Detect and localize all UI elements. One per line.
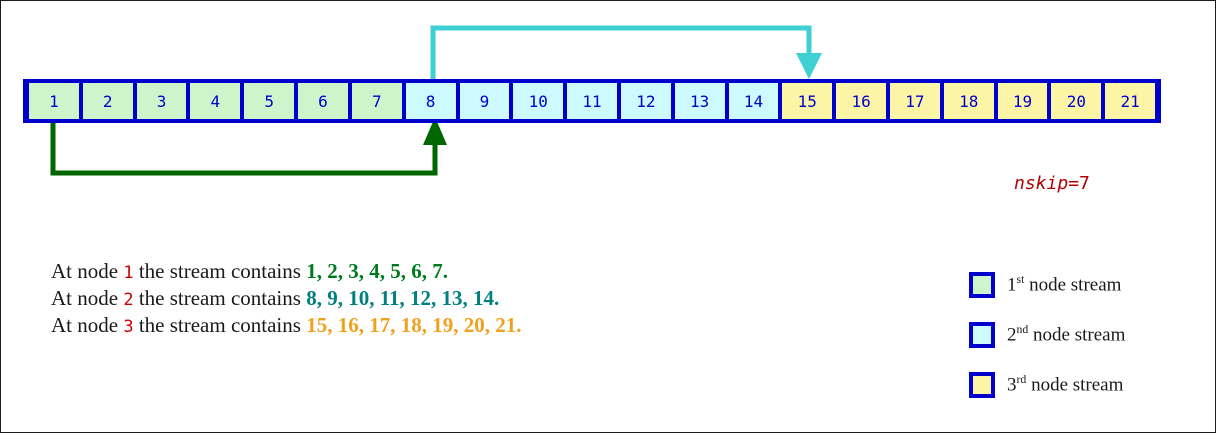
statement-middle: the stream contains [133,259,307,283]
statement-prefix: At node [51,313,124,337]
legend-ordinal: 1 [1007,274,1017,296]
legend-ordinal-suffix: nd [1016,323,1029,337]
statement-node-number: 2 [123,290,134,310]
stream-cell: 13 [672,83,727,119]
stream-cell: 11 [565,83,619,119]
stream-cell: 21 [1103,83,1158,119]
statement-middle: the stream contains [133,286,307,310]
stream-cell: 19 [995,83,1050,119]
skip-arrow-cyan-group [430,25,822,83]
statement-stream-list: 8, 9, 10, 11, 12, 13, 14. [306,286,500,310]
stream-cell: 7 [349,83,404,119]
legend-label: 2nd node stream [1007,323,1125,346]
stream-cell: 15 [780,83,835,119]
stream-cell: 1 [27,83,81,119]
stream-cell: 8 [403,83,458,119]
stream-cell: 6 [296,83,350,119]
statement-stream-list: 1, 2, 3, 4, 5, 6, 7. [306,259,448,283]
legend-label: 1st node stream [1007,273,1121,296]
stream-cell: 12 [618,83,673,119]
stream-cell: 4 [188,83,243,119]
legend-swatch [969,272,995,298]
nskip-value: =7 [1068,173,1090,194]
statement-stream-list: 15, 16, 17, 18, 19, 20, 21. [306,313,522,337]
stream-cell: 18 [941,83,996,119]
stream-cell: 17 [888,83,942,119]
legend-ordinal: 3 [1007,374,1017,396]
nskip-variable: nskip [1014,173,1069,194]
statements-block: At node 1 the stream contains 1, 2, 3, 4… [51,259,521,340]
statement-prefix: At node [51,286,124,310]
statement-middle: the stream contains [133,313,307,337]
statement-node-number: 1 [123,263,134,283]
skip-arrow-green-group [50,117,447,176]
statement-line: At node 1 the stream contains 1, 2, 3, 4… [51,259,521,286]
stream-cell: 20 [1049,83,1104,119]
stream-cell: 10 [511,83,566,119]
legend-row: 2nd node stream [969,321,1125,349]
legend-swatch [969,322,995,348]
legend-row: 1st node stream [969,271,1125,299]
legend-ordinal: 2 [1007,324,1017,346]
legend-label-text: node stream [1024,274,1122,296]
legend-row: 3rd node stream [969,371,1125,399]
stream-cell: 3 [134,83,189,119]
stream-cell: 2 [80,83,135,119]
stream-cell: 5 [242,83,297,119]
legend-label-text: node stream [1028,324,1126,346]
stream-cell: 9 [457,83,512,119]
statement-node-number: 3 [123,317,134,337]
stream-cell: 14 [726,83,781,119]
legend-ordinal-suffix: st [1016,273,1025,287]
statement-line: At node 3 the stream contains 15, 16, 17… [51,313,521,340]
legend-label: 3rd node stream [1007,373,1123,396]
legend-swatch [969,372,995,398]
statement-line: At node 2 the stream contains 8, 9, 10, … [51,286,521,313]
legend-ordinal-suffix: rd [1016,373,1027,387]
stream-cell: 16 [834,83,888,119]
legend-label-text: node stream [1026,374,1124,396]
nskip-label: nskip=7 [1014,173,1090,194]
statement-prefix: At node [51,259,124,283]
